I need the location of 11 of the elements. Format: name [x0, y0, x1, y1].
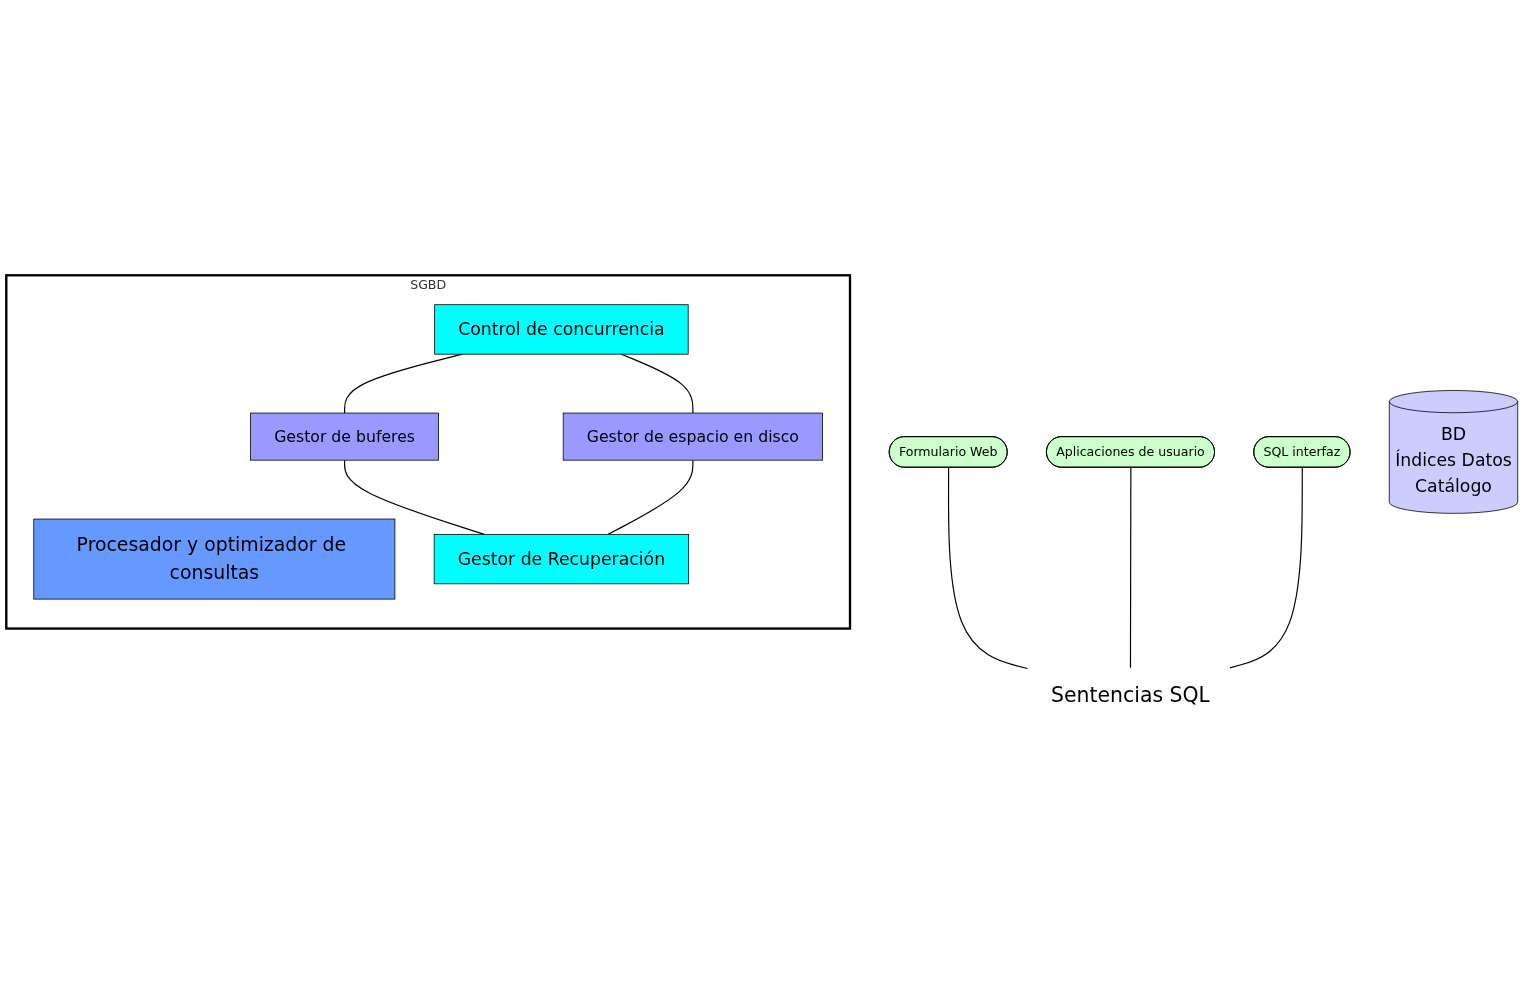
node-box: Gestor de buferes [250, 412, 439, 461]
node-text: Sentencias SQL [1051, 682, 1210, 707]
connector [344, 459, 485, 535]
connector [1229, 466, 1303, 669]
connector [947, 466, 1029, 669]
connector [607, 459, 694, 535]
node-box: Control de concurrencia [434, 304, 689, 355]
node-box: Procesador y optimizador de consultas [33, 518, 396, 600]
connector [1129, 466, 1132, 669]
node-box: Gestor de espacio en disco [562, 412, 823, 461]
node-box: Gestor de Recuperación [433, 533, 690, 585]
